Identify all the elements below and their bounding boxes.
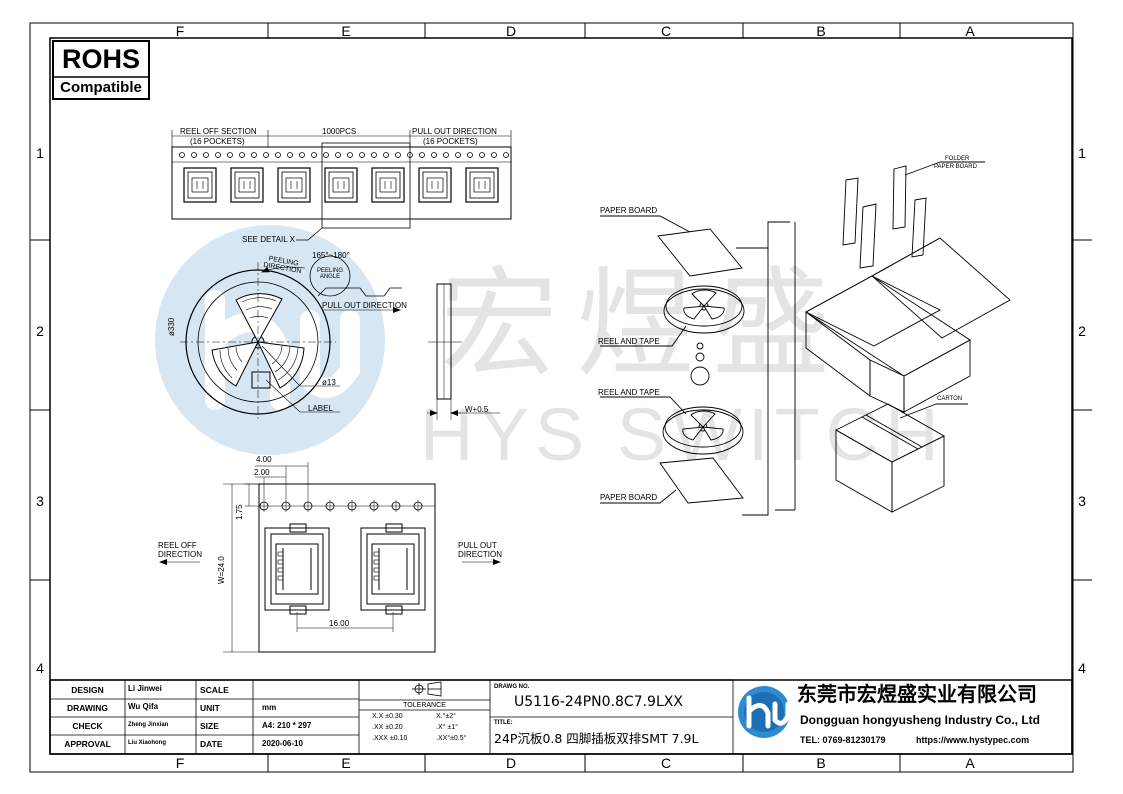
design-value: Li Jinwei [128, 684, 162, 693]
reel-off-direction-label: REEL OFF [158, 541, 197, 550]
zone-row-label: 2 [1078, 323, 1086, 339]
tolerance-value: .X° ±1° [436, 724, 458, 731]
zone-row-label: 4 [36, 660, 44, 676]
zone-col-label: F [175, 23, 185, 39]
zone-row-label: 4 [1078, 660, 1086, 676]
packing-diagram [600, 161, 1011, 516]
carton-label: CARTON [937, 396, 963, 402]
zone-col-label: D [505, 755, 517, 771]
detail-view [159, 462, 501, 653]
paper-board-bottom-label: PAPER BOARD [600, 493, 658, 502]
pull-out-direction-label: PULL OUT [458, 541, 497, 550]
drawing-label: DRAWING [66, 703, 109, 713]
design-label: DESIGN [71, 685, 104, 695]
zone-row-label: 2 [36, 323, 44, 339]
size-value: A4: 210 * 297 [262, 721, 312, 730]
size-label: SIZE [200, 721, 219, 731]
see-detail-label: SEE DETAIL X [242, 235, 295, 244]
dim-edge-label: 1.75 [235, 504, 244, 520]
zone-col-label: C [660, 23, 672, 39]
company-website: https://www.hystypec.com [916, 735, 1030, 745]
tolerance-value: X.X ±0.30 [372, 713, 403, 720]
rohs-badge [52, 40, 150, 100]
rohs-title: ROHS [61, 44, 140, 74]
pull-out-pockets-label: (16 POCKETS) [423, 137, 478, 146]
reel-and-tape-label: REEL AND TAPE [598, 388, 660, 397]
zone-col-label: B [816, 23, 826, 39]
zone-col-label: F [175, 755, 185, 771]
zone-row-label: 1 [36, 145, 44, 161]
pull-out-direction-label: DIRECTION [458, 550, 502, 559]
reel-drawing [180, 255, 500, 422]
folder-label: FOLDER [945, 156, 970, 162]
reel-off-direction-label: DIRECTION [158, 550, 202, 559]
tolerance-value: .XX°±0.5° [436, 735, 467, 742]
check-value: Zheng Jinxian [128, 722, 169, 728]
reel-diameter-label: ø330 [167, 317, 176, 336]
dim-pitch-label: 4.00 [256, 455, 272, 464]
reel-off-pockets-label: (16 POCKETS) [190, 137, 245, 146]
company-name-english: Dongguan hongyusheng Industry Co., Ltd [800, 713, 1040, 727]
drawing-value: Wu Qifa [128, 702, 159, 711]
zone-row-label: 3 [1078, 493, 1086, 509]
scale-label: SCALE [200, 685, 229, 695]
watermark-english: HYS SWITCH [420, 393, 945, 476]
hub-diameter-label: ø13 [322, 378, 336, 387]
peeling-angle-label: PEELING ANGLE [316, 268, 343, 280]
date-label: DATE [200, 739, 223, 749]
drawing-title: 24P沉板0.8 四脚插板双排SMT 7.9L [494, 731, 699, 746]
reel-pull-out-label: PULL OUT DIRECTION [322, 301, 407, 310]
drawing-no-label: DRAWG NO. [494, 684, 530, 690]
zone-col-label: D [505, 23, 517, 39]
dim-cavity-label: 16.00 [329, 619, 350, 628]
dim-half-pitch-label: 2.00 [254, 468, 270, 477]
check-label: CHECK [72, 721, 103, 731]
tape-strip [171, 130, 512, 241]
company-phone: TEL: 0769-81230179 [800, 735, 886, 745]
tolerance-value: .XX ±0.20 [372, 724, 403, 731]
approval-label: APPROVAL [64, 739, 111, 749]
company-name-chinese: 东莞市宏煜盛实业有限公司 [797, 682, 1037, 706]
rohs-subtitle: Compatible [60, 79, 142, 96]
zone-col-label: A [965, 755, 975, 771]
reel-and-tape-label: REEL AND TAPE [598, 337, 660, 346]
date-value: 2020-06-10 [262, 739, 303, 748]
unit-value: mm [262, 703, 277, 712]
tolerance-title: TOLERANCE [403, 702, 446, 709]
folder-paper-board-label: PAPER BOARD [934, 164, 977, 170]
zone-col-label: E [341, 23, 351, 39]
peeling-angle-value: 165°~180° [312, 251, 350, 260]
watermark-chinese: 宏煜盛 [440, 255, 849, 393]
title-block-lines [49, 679, 1073, 755]
zone-col-label: C [660, 755, 672, 771]
zone-row-label: 1 [1078, 145, 1086, 161]
reel-label-label: LABEL [308, 404, 333, 413]
unit-label: UNIT [200, 703, 220, 713]
zone-col-label: B [816, 755, 826, 771]
tolerance-value: .XXX ±0.10 [372, 735, 408, 742]
paper-board-top-label: PAPER BOARD [600, 206, 658, 215]
title-label: TITLE: [494, 720, 513, 726]
company-logo [738, 686, 791, 738]
reel-width-label: W+0.5 [465, 405, 489, 414]
zone-row-label: 3 [36, 493, 44, 509]
dim-width-label: W=24.0 [217, 556, 226, 584]
tolerance-value: X.°±2° [436, 713, 456, 720]
zone-col-label: E [341, 755, 351, 771]
reel-off-section-label: REEL OFF SECTION [180, 127, 257, 136]
pull-out-direction-label: PULL OUT DIRECTION [412, 127, 497, 136]
drawing-number: U5116-24PN0.8C7.9LXX [514, 694, 683, 710]
zone-col-label: A [965, 23, 975, 39]
approval-value: Liu Xiaohong [128, 740, 166, 746]
quantity-label: 1000PCS [322, 127, 357, 136]
